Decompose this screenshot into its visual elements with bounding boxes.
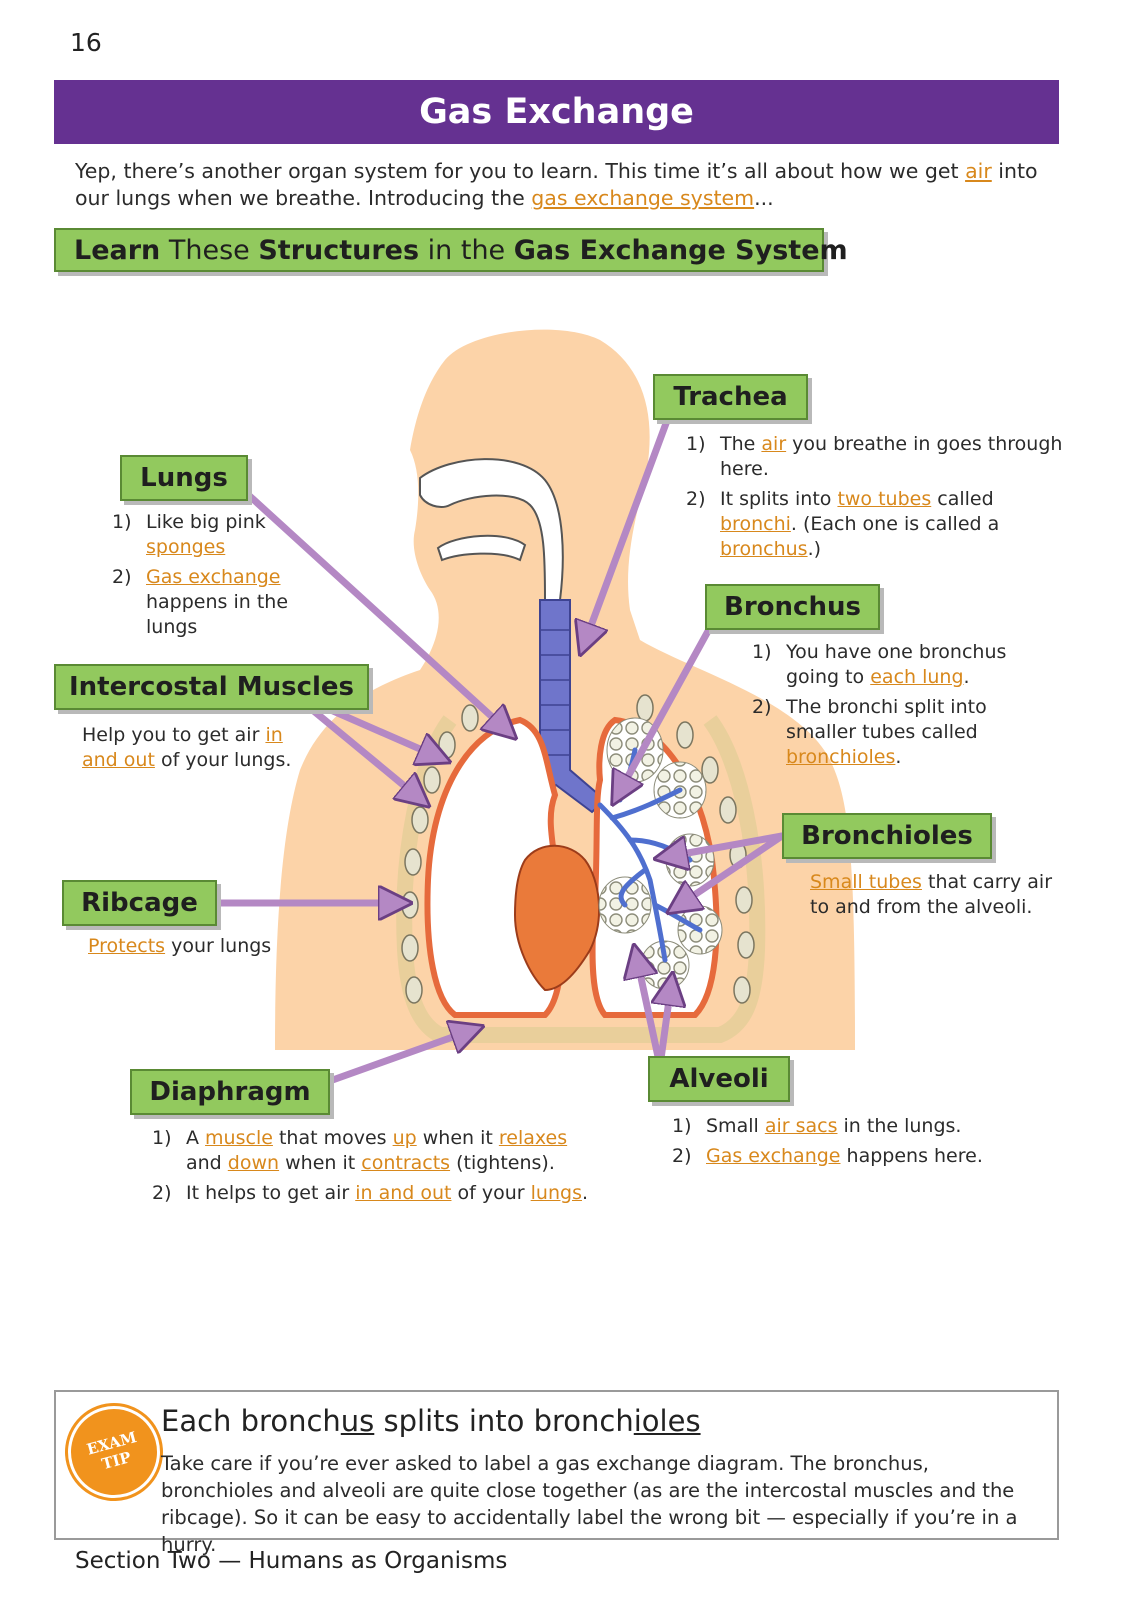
lungs-description: 1)Like big pink sponges 2)Gas exchange h… — [112, 511, 289, 638]
ribcage-description: Protects your lungs — [88, 935, 272, 957]
mouth-cavity — [436, 534, 527, 562]
label-bronchioles: Bronchioles — [782, 813, 992, 859]
label-diaphragm: Diaphragm — [130, 1069, 330, 1115]
bronchus-description: 1)You have one bronchus going to each lu… — [752, 641, 1007, 768]
label-alveoli: Alveoli — [648, 1056, 790, 1102]
section-heading: Learn These Structures in the Gas Exchan… — [54, 228, 848, 272]
heart — [513, 844, 601, 992]
label-ribcage: Ribcage — [62, 880, 217, 926]
exam-tip-body: Take care if you’re ever asked to label … — [161, 1452, 1018, 1556]
label-intercostal-muscles: Intercostal Muscles — [54, 664, 369, 710]
intercostal-description: Help you to get air in and out of your l… — [82, 724, 292, 771]
bronchioles-description: Small tubes that carry air to and from t… — [810, 871, 1053, 918]
page-title: Gas Exchange — [54, 80, 1059, 144]
intro-paragraph: Yep, there’s another organ system for yo… — [75, 159, 1038, 210]
nasal-cavity — [419, 458, 564, 601]
label-bronchus: Bronchus — [705, 584, 880, 630]
trachea-description: 1)The air you breathe in goes through he… — [686, 433, 1063, 560]
diaphragm-description: 1)A muscle that moves up when it relaxes… — [152, 1127, 589, 1204]
label-trachea: Trachea — [653, 374, 808, 420]
page-number: 16 — [70, 28, 102, 57]
alveoli-description: 1)Small air sacs in the lungs. 2)Gas exc… — [672, 1115, 983, 1167]
exam-tip-title: Each bronchus splits into bronchioles — [161, 1404, 701, 1438]
footer-section: Section Two — Humans as Organisms — [75, 1548, 508, 1574]
label-lungs: Lungs — [120, 455, 248, 501]
ribcage — [396, 715, 766, 1043]
